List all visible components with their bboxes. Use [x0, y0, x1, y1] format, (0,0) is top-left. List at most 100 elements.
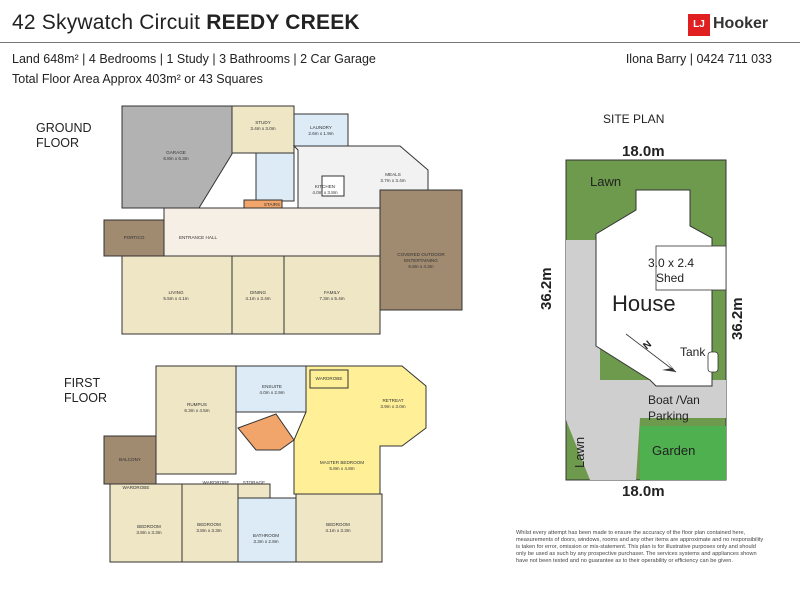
address-text: 42 Skywatch Circuit [12, 11, 201, 34]
room-balcony-name: BALCONY [119, 457, 141, 462]
logo-text: Hooker [713, 15, 769, 32]
room-master-bedroom-name: MASTER BEDROOM [319, 460, 365, 465]
logo-mark: LJ [688, 14, 710, 36]
room-entrance-hall: ENTRANCE HALL [170, 235, 226, 241]
room-dining-name: DINING [249, 290, 267, 295]
header-divider [0, 42, 800, 43]
site-lawn-top: Lawn [590, 174, 622, 189]
room-family-name: FAMILY [324, 290, 340, 295]
room-bedroom-3-dims: 4.1m x 3.3m [325, 528, 351, 533]
room-bedroom-1-name: BEDROOM [137, 524, 161, 529]
room-study-name: STUDY [255, 120, 271, 125]
room-dining-dims: 4.1m x 3.4m [245, 296, 271, 301]
bedroom-3-area [295, 493, 383, 563]
room-bedroom-2-dims: 3.8m x 3.3m [196, 528, 222, 533]
room-living-dims: 5.5m x 4.1m [163, 296, 189, 301]
room-portico: PORTICO [106, 235, 162, 241]
site-house-label: House [612, 291, 676, 316]
north-arrow-head [662, 360, 676, 372]
room-wardrobe-master-name: WARDROBE [315, 376, 343, 381]
garage-area [121, 105, 233, 209]
site-depth-right: 36.2m [729, 297, 746, 340]
covered-outdoor-area [379, 189, 463, 311]
balcony-area [103, 435, 157, 485]
room-bathroom-dims: 3.3m x 2.8m [253, 539, 279, 544]
room-meals-name: MEALS [385, 172, 401, 177]
room-wardrobe-master: WARDROBE [310, 376, 348, 382]
site-parking-line2: Parking [648, 409, 689, 423]
ensuite-area [235, 365, 307, 413]
room-rumpus-name: RUMPUS [187, 402, 207, 407]
site-plan-title: SITE PLAN [603, 112, 665, 126]
room-stairs-name: STAIRS [263, 202, 281, 207]
ground-floor-plan [103, 105, 463, 335]
property-title: 42 Skywatch Circuit REEDY CREEK [12, 11, 360, 35]
room-laundry-name: LAUNDRY [310, 125, 332, 130]
first-floor-plan [103, 365, 427, 563]
room-rumpus-dims: 6.3m x 4.5m [184, 408, 210, 413]
first-floor-label-line1: FIRST [64, 376, 101, 390]
wc-area [255, 152, 295, 202]
room-portico-name: PORTICO [123, 235, 145, 240]
room-garage-name: GARAGE [166, 150, 186, 155]
room-balcony: BALCONY [106, 457, 154, 463]
entrance-hall-area [163, 207, 381, 257]
portico-area [103, 219, 165, 257]
paving-area [566, 240, 726, 480]
garden-area [640, 426, 726, 480]
room-stairs: STAIRS [252, 202, 292, 208]
room-retreat-name: RETREAT [382, 398, 404, 403]
room-ensuite-dims: 4.0m x 2.9m [259, 390, 285, 395]
room-wardrobe-1-name: WARDROBE [122, 485, 150, 490]
bedroom-2-area [181, 483, 239, 563]
site-lawn-side: Lawn [572, 436, 587, 468]
site-depth-left: 36.2m [538, 267, 555, 310]
room-entrance-hall-name: ENTRANCE HALL [178, 235, 218, 240]
master-suite-area [293, 365, 427, 495]
kitchen-island [321, 175, 345, 197]
room-retreat-dims: 3.9m x 3.0m [380, 404, 406, 409]
room-bedroom-2-name: BEDROOM [197, 522, 221, 527]
lj-hooker-logo: LJ Hooker [688, 14, 780, 36]
ground-floor-label: GROUND FLOOR [36, 121, 92, 151]
room-ensuite-name: ENSUITE [262, 384, 282, 389]
first-floor-label-line2: FLOOR [64, 391, 108, 405]
suburb-text: REEDY CREEK [206, 11, 360, 34]
room-wardrobe-2-name: WARDROBE [202, 480, 230, 485]
room-covered-outdoor-name: COVERED OUTDOOR ENTERTAINING [397, 252, 445, 263]
room-meals-dims: 3.7m x 3.4m [380, 178, 406, 183]
room-master-bedroom-dims: 5.8m x 4.8m [329, 466, 355, 471]
first-floor-label: FIRST FLOOR [64, 376, 107, 406]
room-covered-outdoor-dims: 6.8m x 4.3m [408, 264, 434, 269]
room-wardrobe-1: WARDROBE [114, 485, 158, 491]
ground-floor-label-line2: FLOOR [36, 136, 80, 150]
north-arrow-line [625, 333, 677, 373]
room-kitchen-name: KITCHEN [314, 184, 336, 189]
room-bathroom-name: BATHROOM [252, 533, 280, 538]
stairs-first-area [237, 413, 295, 451]
family-area [283, 255, 381, 335]
property-details: Land 648m² | 4 Bedrooms | 1 Study | 3 Ba… [12, 52, 376, 66]
study-area [231, 105, 295, 154]
floor-area: Total Floor Area Approx 403m² or 43 Squa… [12, 72, 263, 86]
room-family-dims: 7.3m x 5.4m [319, 296, 345, 301]
site-parking-label: Boat /Van Parking [648, 392, 700, 424]
living-area [121, 255, 233, 335]
site-width-bottom: 18.0m [622, 483, 665, 500]
room-living-name: LIVING [168, 290, 184, 295]
